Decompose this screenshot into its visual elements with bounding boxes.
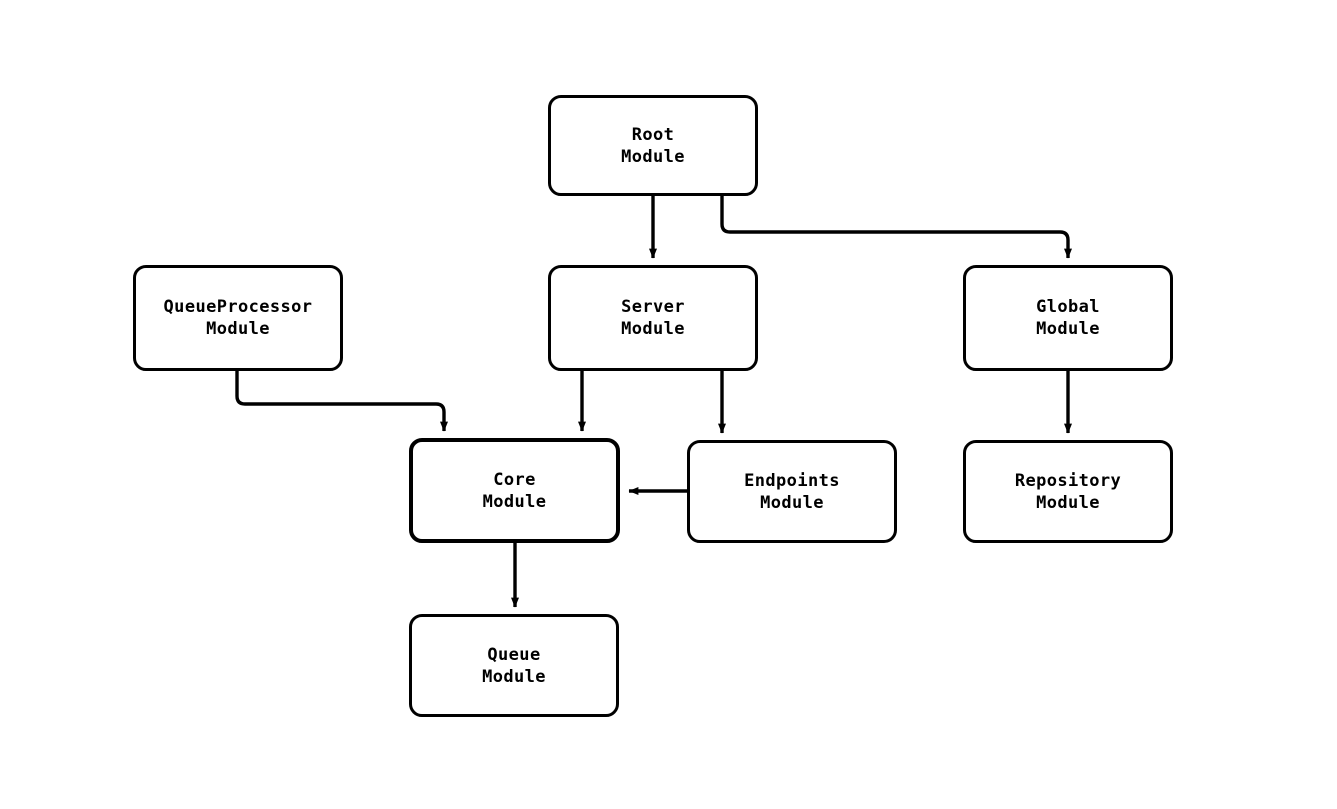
edge-queueprocessor-to-core xyxy=(235,371,448,432)
node-core-module-label: Core Module xyxy=(482,469,547,512)
node-root-module-label: Root Module xyxy=(621,124,685,167)
node-queueprocessor-module[interactable]: QueueProcessor Module xyxy=(133,265,343,371)
node-endpoints-module[interactable]: Endpoints Module xyxy=(687,440,897,543)
node-global-module[interactable]: Global Module xyxy=(963,265,1173,371)
node-endpoints-module-label: Endpoints Module xyxy=(744,470,840,513)
edge-root-to-global xyxy=(720,196,1072,259)
node-server-module-label: Server Module xyxy=(621,297,685,339)
node-queueprocessor-module-label: QueueProcessor Module xyxy=(163,297,313,339)
node-queue-module-label: Queue Module xyxy=(482,644,546,687)
node-repository-module-label: Repository Module xyxy=(1014,470,1122,513)
node-repository-module[interactable]: Repository Module xyxy=(963,440,1173,543)
node-queue-module[interactable]: Queue Module xyxy=(409,614,619,717)
node-server-module[interactable]: Server Module xyxy=(548,265,758,371)
node-root-module[interactable]: Root Module xyxy=(548,95,758,196)
node-core-module[interactable]: Core Module xyxy=(409,438,620,543)
node-global-module-label: Global Module xyxy=(1036,297,1100,339)
